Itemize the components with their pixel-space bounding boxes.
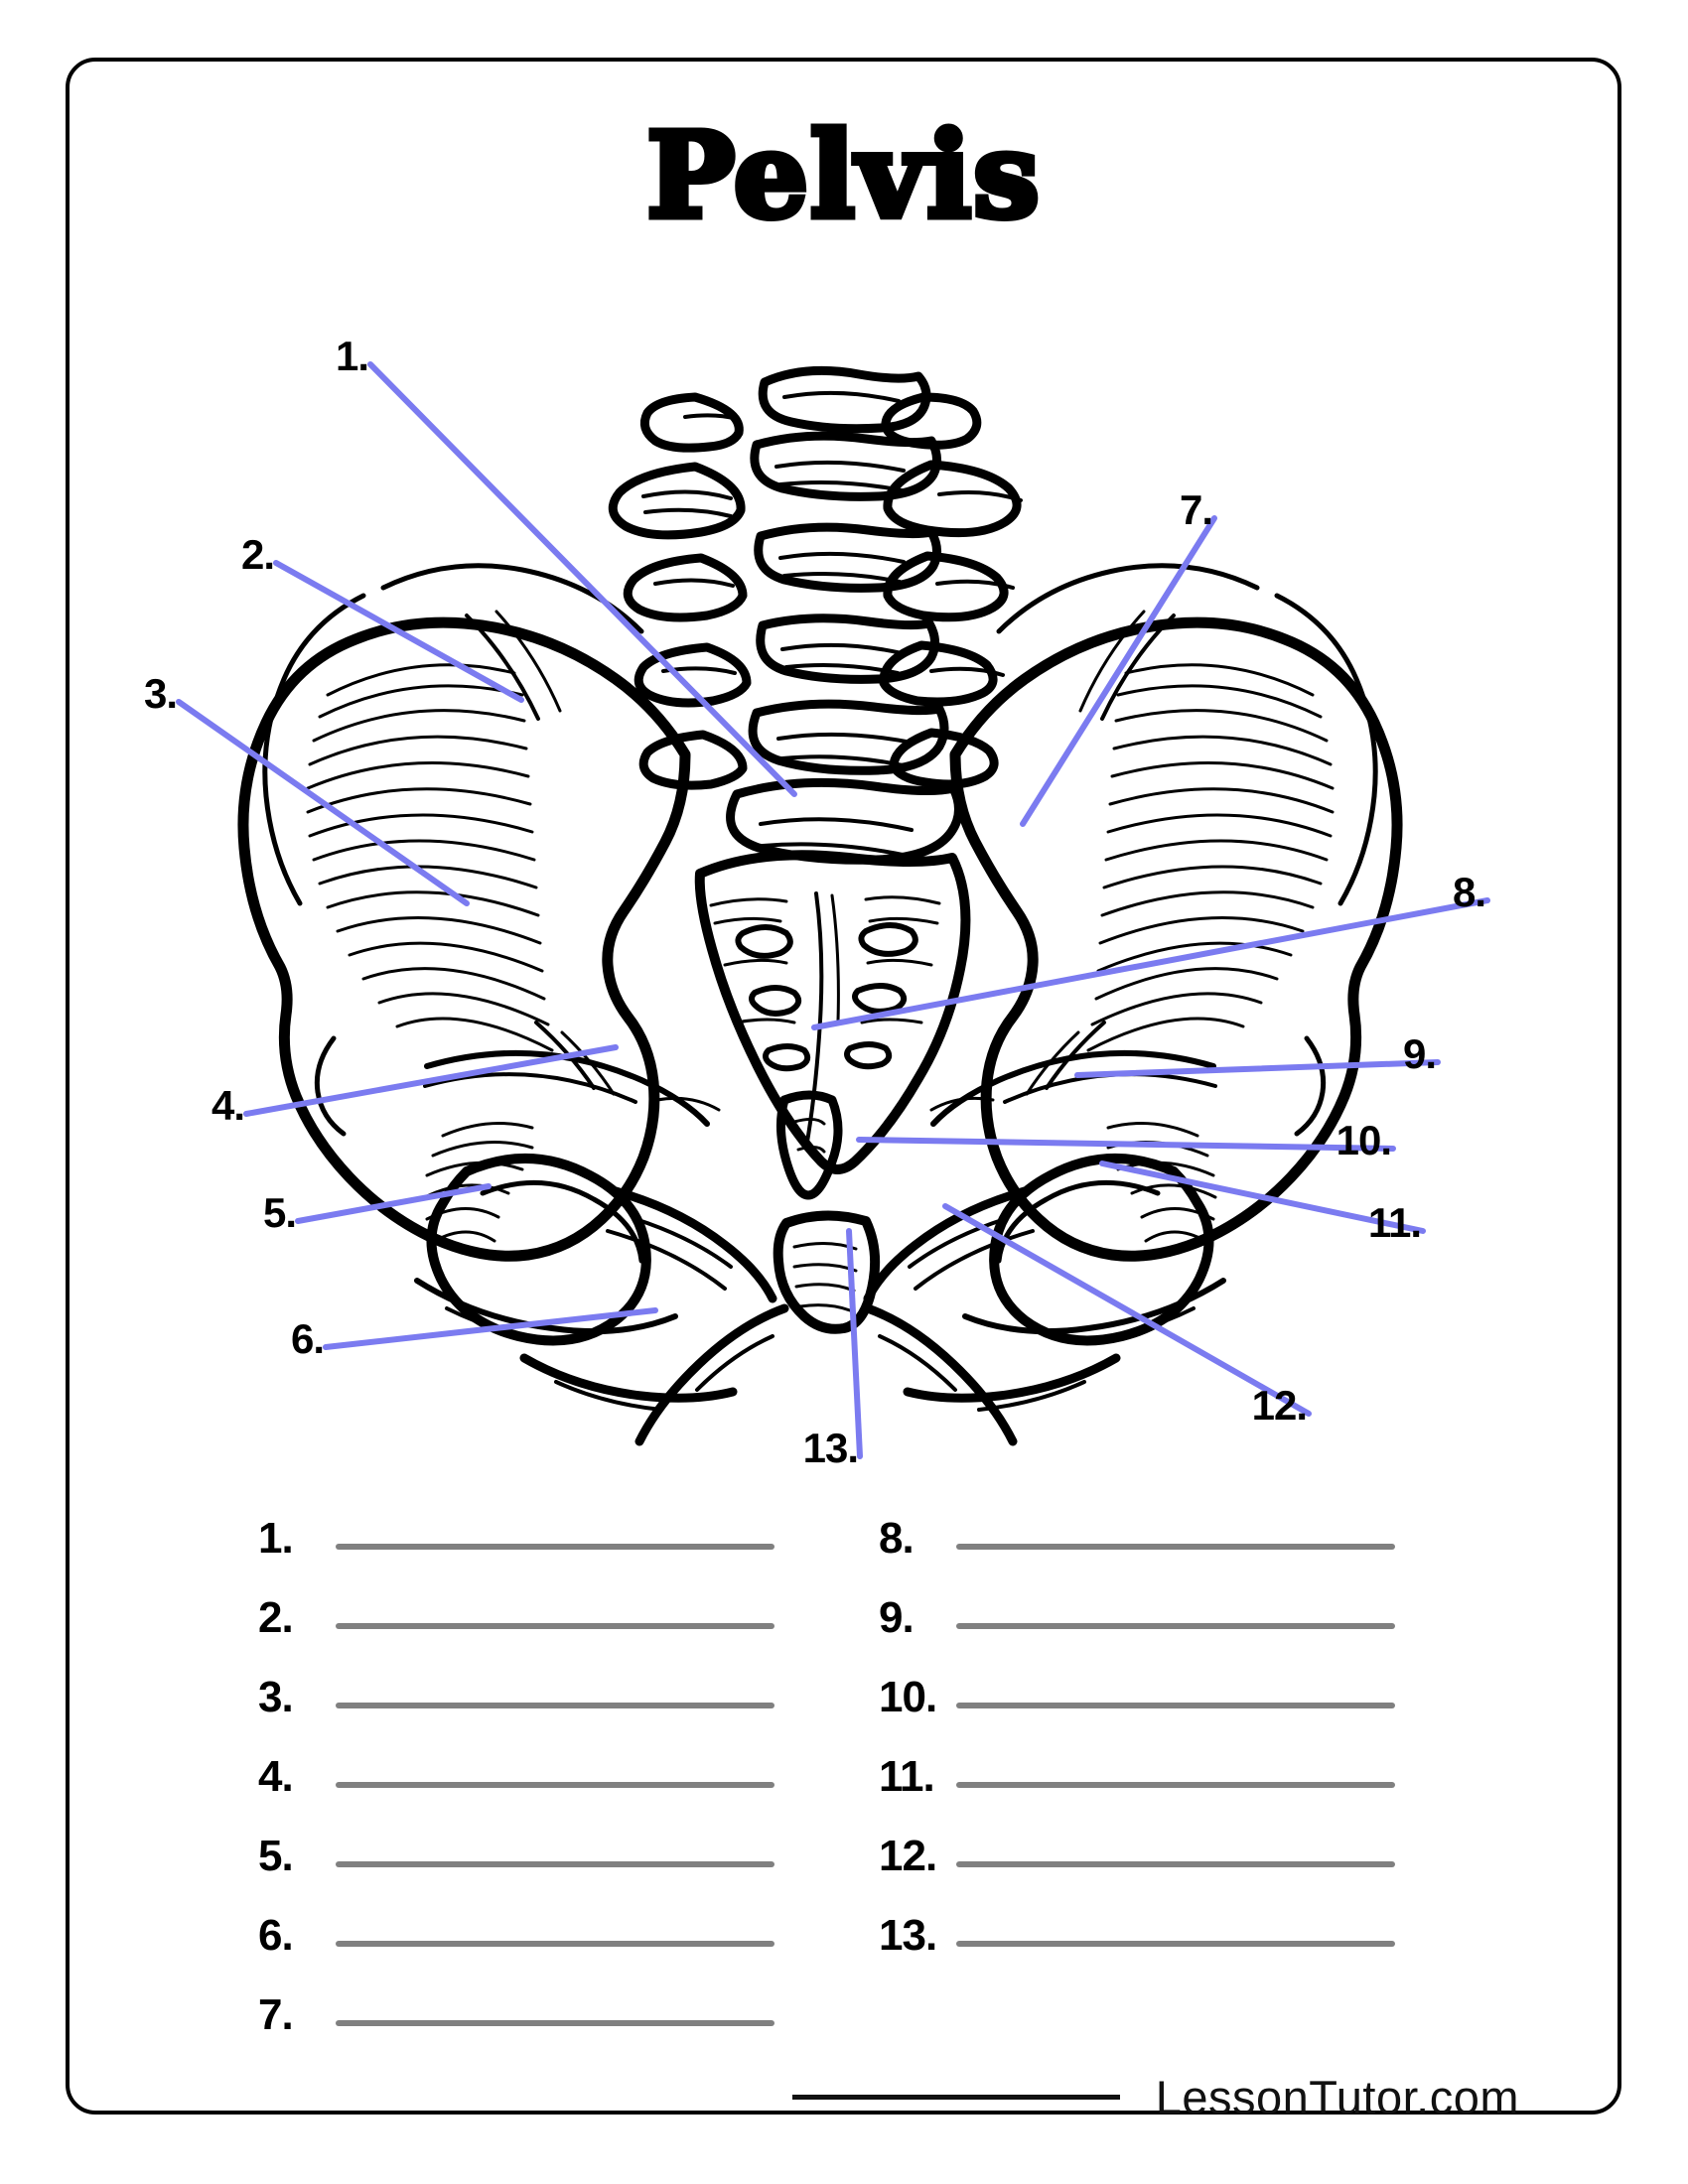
- page-footer: LessonTutor.com: [0, 2057, 1688, 2136]
- answer-number: 11.: [879, 1751, 935, 1801]
- answer-row: 10.: [879, 1638, 1395, 1721]
- answer-number: 8.: [879, 1513, 914, 1563]
- answer-blank-line[interactable]: [956, 1544, 1395, 1550]
- diagram-label-4: 4.: [211, 1082, 245, 1129]
- answer-blank-line[interactable]: [336, 1623, 774, 1629]
- diagram-label-8: 8.: [1452, 869, 1486, 915]
- answer-row: 8.: [879, 1479, 1395, 1563]
- answer-blank-line[interactable]: [956, 1861, 1395, 1867]
- answer-blank-line[interactable]: [956, 1941, 1395, 1947]
- diagram-label-9: 9.: [1402, 1030, 1437, 1077]
- answer-blank-line[interactable]: [336, 2020, 774, 2026]
- page-title: Pelvis: [643, 106, 1043, 244]
- answer-blank-line[interactable]: [336, 1941, 774, 1947]
- answer-number: 6.: [258, 1910, 294, 1960]
- answer-row: 11.: [879, 1717, 1395, 1801]
- answer-row: 1.: [258, 1479, 774, 1563]
- answer-number: 12.: [879, 1831, 937, 1880]
- answer-row: 6.: [258, 1876, 774, 1960]
- footer-rule: [791, 2094, 1120, 2100]
- answer-number: 7.: [258, 1989, 294, 2039]
- answer-number: 2.: [258, 1592, 294, 1642]
- answer-row: 2.: [258, 1559, 774, 1642]
- diagram-label-10: 10.: [1336, 1117, 1392, 1163]
- answer-number: 5.: [258, 1831, 294, 1880]
- diagram-label-1: 1.: [335, 333, 369, 379]
- answer-row: 7.: [258, 1956, 774, 2039]
- answer-number: 4.: [258, 1751, 294, 1801]
- diagram-label-7: 7.: [1179, 486, 1213, 533]
- answer-number: 10.: [879, 1672, 937, 1721]
- answer-row: 12.: [879, 1797, 1395, 1880]
- answer-blank-line[interactable]: [956, 1703, 1395, 1708]
- answer-row: 5.: [258, 1797, 774, 1880]
- answer-column-left: 1. 2. 3. 4. 5. 6. 7.: [258, 1479, 774, 2039]
- answer-blank-line[interactable]: [956, 1623, 1395, 1629]
- answer-number: 9.: [879, 1592, 914, 1642]
- answer-blank-line[interactable]: [956, 1782, 1395, 1788]
- answer-number: 13.: [879, 1910, 937, 1960]
- diagram-label-11: 11.: [1367, 1199, 1422, 1246]
- diagram-label-6: 6.: [290, 1315, 325, 1362]
- brand-label: LessonTutor.com: [1155, 2070, 1519, 2123]
- answer-blank-line[interactable]: [336, 1703, 774, 1708]
- answer-row: 3.: [258, 1638, 774, 1721]
- answer-blank-line[interactable]: [336, 1861, 774, 1867]
- answer-blank-line[interactable]: [336, 1782, 774, 1788]
- answer-blank-line[interactable]: [336, 1544, 774, 1550]
- diagram-label-5: 5.: [262, 1189, 297, 1236]
- diagram-label-3: 3.: [143, 670, 178, 717]
- answer-column-right: 8. 9. 10. 11. 12. 13.: [879, 1479, 1395, 1960]
- answer-lines-section: 1. 2. 3. 4. 5. 6. 7. 8. 9. 10. 11. 12. 13.: [0, 1479, 1688, 2055]
- answer-row: 4.: [258, 1717, 774, 1801]
- answer-number: 3.: [258, 1672, 294, 1721]
- diagram-label-12: 12.: [1251, 1382, 1308, 1429]
- answer-row: 9.: [879, 1559, 1395, 1642]
- diagram-label-13: 13.: [802, 1425, 859, 1471]
- diagram-label-2: 2.: [240, 531, 275, 578]
- answer-number: 1.: [258, 1513, 294, 1563]
- answer-row: 13.: [879, 1876, 1395, 1960]
- page-border: [66, 58, 1621, 2115]
